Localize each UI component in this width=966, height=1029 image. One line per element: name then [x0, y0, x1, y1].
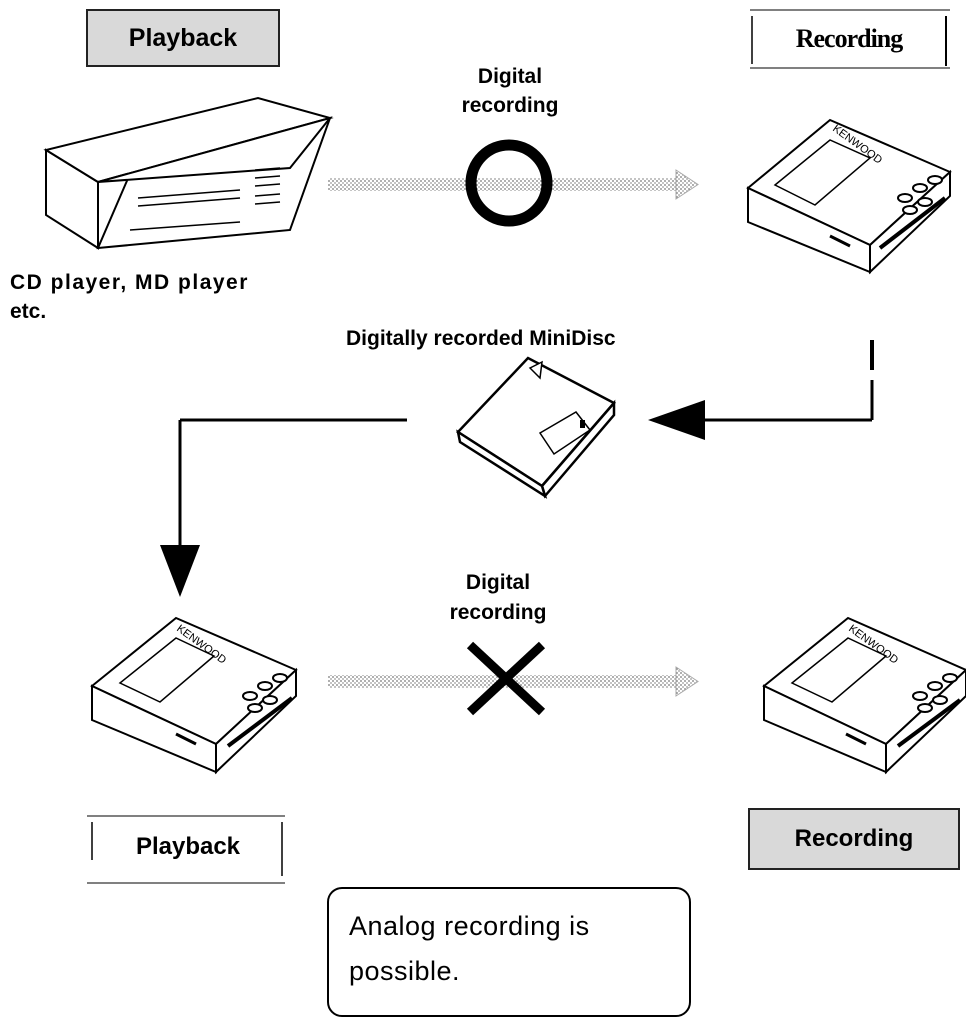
bottom-playback-label: Playback: [135, 833, 241, 860]
recorder-to-disc-arrow: [648, 340, 874, 440]
source-caption-line2: etc.: [10, 300, 47, 323]
top-arrow-caption-line2: recording: [461, 94, 559, 117]
top-arrow-caption-line1: Digital: [477, 65, 543, 88]
source-device-caption: CD player, MD player etc.: [10, 268, 249, 326]
md-recorder-top-icon: [746, 118, 952, 275]
source-caption-line1: CD player, MD player: [10, 271, 249, 294]
minidisc-icon: [456, 356, 616, 499]
disc-to-player-arrow: [160, 418, 407, 597]
circle-ok-icon: [465, 139, 553, 227]
note-text-line2: possible.: [349, 956, 461, 986]
note-box: [327, 887, 691, 1017]
bottom-arrow-caption: Digital recording: [428, 568, 568, 628]
note-text-line1: Analog recording is: [349, 911, 590, 941]
bottom-recording-label: Recording: [748, 808, 960, 870]
top-recording-label: Recording: [795, 24, 904, 53]
cd-player-icon: [43, 96, 334, 250]
md-player-bottom-icon: [90, 616, 298, 775]
bottom-arrow-caption-line1: Digital: [465, 571, 531, 594]
top-arrow-caption: Digital recording: [440, 62, 580, 120]
disc-caption: Digitally recorded MiniDisc: [346, 327, 616, 350]
bottom-arrow-caption-line2: recording: [449, 601, 547, 624]
top-digital-arrow: [328, 169, 699, 200]
md-recorder-bottom-icon: [762, 616, 966, 775]
note-text: Analog recording is possible.: [349, 904, 590, 994]
cross-ng-icon: [466, 641, 546, 716]
top-playback-label: Playback: [86, 9, 280, 67]
